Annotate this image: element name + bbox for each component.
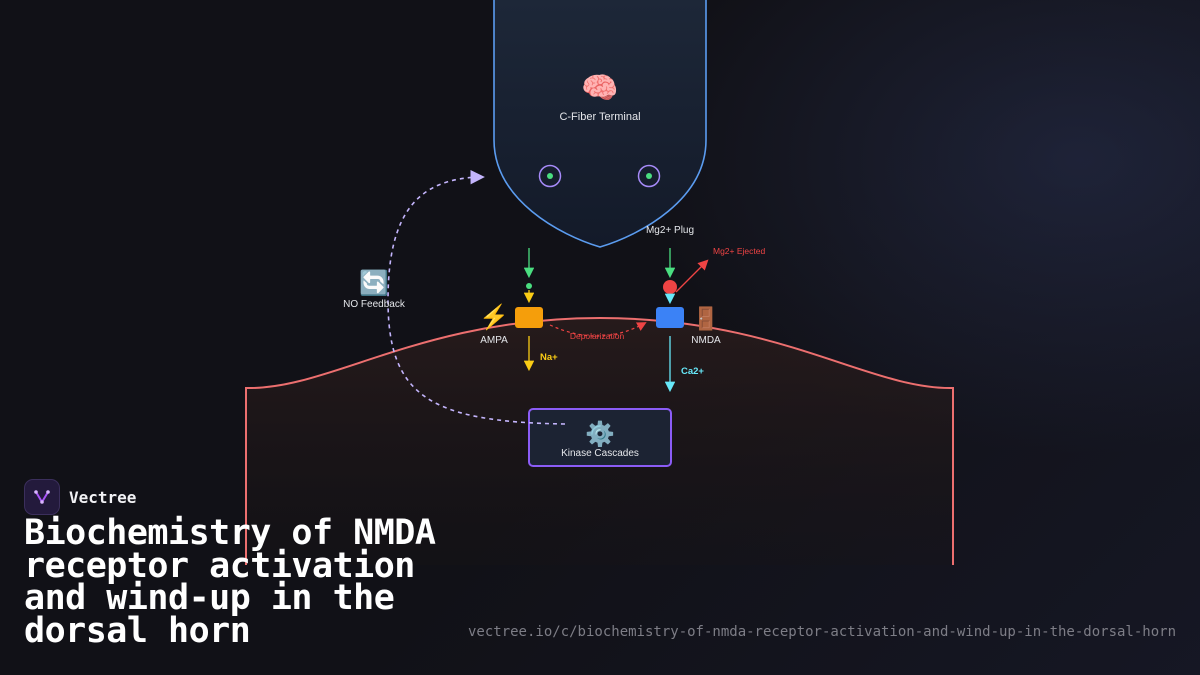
- sodium-label: Na+: [540, 352, 558, 363]
- cycle-arrows-icon: 🔄: [359, 269, 389, 297]
- ampa-receptor: [515, 307, 543, 328]
- mg-ejected-arrow: [675, 259, 709, 293]
- ampa-label: AMPA: [480, 335, 508, 346]
- lightning-icon: ⚡: [479, 303, 509, 331]
- nmda-receptor: [656, 307, 684, 328]
- depolarization-label: Depolarization: [570, 331, 625, 341]
- vesicle: [637, 164, 661, 188]
- vesicle: [538, 164, 562, 188]
- gear-icon: ⚙️: [585, 420, 615, 448]
- brand-name: Vectree: [69, 487, 137, 507]
- kinase-label: Kinase Cascades: [561, 448, 639, 459]
- no-feedback-arrow: [387, 169, 566, 425]
- door-icon: 🚪: [692, 306, 719, 331]
- c-fiber-terminal: [493, 0, 707, 248]
- vectree-logo-icon: [24, 479, 60, 515]
- presynaptic-icon: 🧠: [581, 72, 618, 105]
- no-feedback-label: NO Feedback: [343, 299, 406, 310]
- calcium-label: Ca2+: [681, 366, 704, 377]
- mg-ion: [663, 280, 677, 294]
- nmda-label: NMDA: [691, 335, 721, 346]
- page-url[interactable]: vectree.io/c/biochemistry-of-nmda-recept…: [467, 624, 1176, 640]
- depolarization-arrow: [549, 322, 647, 337]
- mg-plug-label: Mg2+ Plug: [646, 225, 694, 236]
- page-title: Biochemistry of NMDA receptor activation…: [24, 513, 436, 651]
- glutamate-molecule: [526, 283, 532, 289]
- brand: Vectree: [24, 479, 136, 515]
- presynaptic-label: C-Fiber Terminal: [559, 111, 640, 123]
- postsynaptic-membrane-outline: [245, 316, 954, 565]
- mg-ejected-label: Mg2+ Ejected: [713, 246, 765, 256]
